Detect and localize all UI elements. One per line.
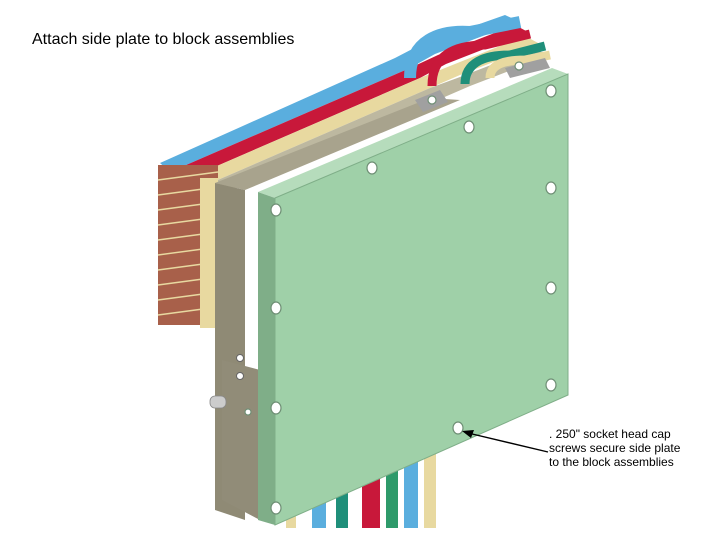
cap-screw <box>545 84 557 98</box>
callout-label: . 250" socket head cap screws secure sid… <box>549 427 681 469</box>
bracket-screw <box>514 61 524 71</box>
block-stack-left <box>157 165 219 328</box>
housing-screw-2 <box>236 372 244 380</box>
cap-screw <box>270 301 282 315</box>
cap-screw <box>463 120 475 134</box>
bracket-screw <box>427 95 437 105</box>
cap-screw <box>270 501 282 515</box>
block-tan-strip <box>200 178 218 328</box>
cap-screw <box>545 181 557 195</box>
gray-housing <box>209 98 460 520</box>
housing-top <box>215 98 460 190</box>
diagram-title: Attach side plate to block assemblies <box>32 31 295 48</box>
cable-loop-red <box>427 29 532 87</box>
cable-green-bottom <box>386 460 398 528</box>
top-bracket-right <box>505 58 550 78</box>
housing-lower <box>222 360 260 520</box>
housing-screw-1 <box>236 354 244 362</box>
cap-screw <box>545 281 557 295</box>
side-plate <box>258 58 569 526</box>
plate-top-edge <box>258 68 568 198</box>
cable-tan-top <box>180 36 540 192</box>
leader-arrowhead <box>462 430 474 438</box>
cap-screw <box>270 203 282 217</box>
cable-loop-tan <box>485 50 551 79</box>
pin-stub <box>209 395 227 409</box>
cable-blue-top <box>160 15 520 172</box>
cable-loop-teal <box>460 41 547 85</box>
plate-side-edge <box>258 192 275 525</box>
cable-blue-bottom-b <box>404 456 418 528</box>
plate-face <box>274 73 569 526</box>
cap-screw <box>366 161 378 175</box>
housing-side-screw <box>244 408 252 416</box>
cable-tan-bottom-b <box>424 452 436 528</box>
cap-screw <box>270 401 282 415</box>
leader-line <box>467 432 549 453</box>
cap-screw <box>545 378 557 392</box>
cap-screws <box>244 61 557 515</box>
cap-screw <box>452 421 464 435</box>
callout-leader <box>462 430 549 453</box>
cable-loop-blue <box>404 16 522 79</box>
